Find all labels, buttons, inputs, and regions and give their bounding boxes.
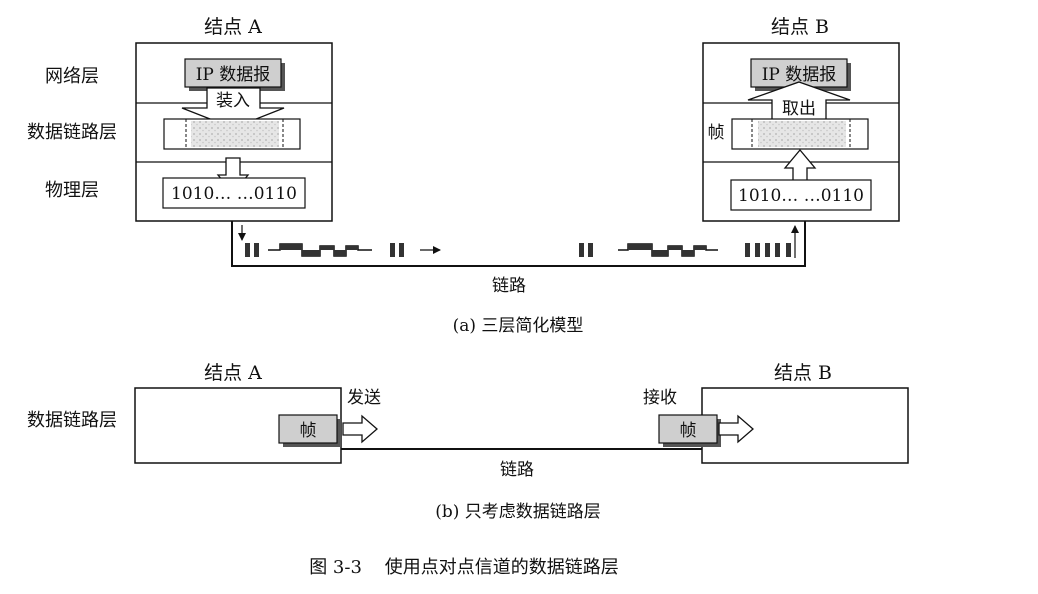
node-a-frame-payload	[191, 121, 279, 147]
caption-b: (b) 只考虑数据链路层	[435, 502, 601, 522]
node-b-stack: IP 数据报 取出 帧 1010… …0110	[702, 42, 900, 222]
pulse	[755, 243, 760, 257]
waveform-right-fill-4	[682, 250, 694, 256]
waveform-left-fill-2	[302, 250, 320, 256]
link-label-a: 链路	[492, 276, 526, 296]
b-link-label: 链路	[500, 460, 534, 480]
waveform-left-fill-3	[320, 246, 334, 250]
waveform-right-fill-3	[668, 246, 682, 250]
b-send-arrow	[342, 414, 378, 444]
node-b-frame-payload	[758, 121, 846, 147]
caption-a: (a) 三层简化模型	[453, 316, 584, 336]
pulse	[579, 243, 584, 257]
pulse	[745, 243, 750, 257]
b-node-a-title: 结点 A	[204, 362, 262, 384]
node-b-ip-label: IP 数据报	[762, 65, 837, 85]
waveform-left-fill-4	[334, 250, 346, 256]
layer-label-network: 网络层	[45, 66, 99, 87]
figure-caption: 图 3-3 使用点对点信道的数据链路层	[309, 557, 619, 578]
node-b-bits-label: 1010… …0110	[738, 186, 864, 206]
b-node-a-box	[134, 387, 342, 464]
pulse	[399, 243, 404, 257]
waveform-right-fill-1	[628, 244, 652, 250]
b-layer-label: 数据链路层	[27, 410, 117, 431]
b-node-b-title: 结点 B	[774, 362, 832, 384]
node-a-bits-box	[162, 177, 306, 209]
b-receive-label: 接收	[643, 388, 677, 408]
pulse	[588, 243, 593, 257]
node-a-ip-box	[184, 58, 282, 88]
node-b-title: 结点 B	[771, 16, 829, 38]
b-frame-b-box	[658, 414, 718, 444]
waveform-right-fill-2	[652, 250, 668, 256]
link-line-a	[231, 221, 806, 267]
waveform-left-fill-5	[346, 246, 358, 250]
physical-link: 链路	[231, 221, 806, 296]
pulse	[390, 243, 395, 257]
node-a-stack: IP 数据报 装入 帧 1010… …0110	[135, 42, 333, 222]
figure-b: 结点 A 结点 B 数据链路层 链路 发送 帧 接收 帧 (b) 只考虑数据链路…	[27, 362, 909, 522]
node-a-ip-label: IP 数据报	[196, 65, 271, 85]
pulse	[254, 243, 259, 257]
pulse	[786, 243, 791, 257]
b-send-label: 发送	[347, 388, 381, 408]
node-a-encapsulate-arrow	[181, 87, 285, 129]
b-frame-a-box	[278, 414, 338, 444]
waveform-left-fill-1	[280, 244, 302, 250]
waveform-right-fill-5	[694, 246, 706, 250]
layer-label-datalink: 数据链路层	[27, 122, 117, 143]
b-frame-b-label: 帧	[680, 421, 697, 441]
node-a-bits-label: 1010… …0110	[171, 184, 297, 204]
b-frame-a-label: 帧	[300, 421, 317, 441]
node-a-title: 结点 A	[204, 16, 262, 38]
node-b-frame-label: 帧	[708, 123, 725, 143]
pulse	[775, 243, 780, 257]
pulse	[765, 243, 770, 257]
node-b-bits-box	[730, 179, 872, 211]
pulse	[245, 243, 250, 257]
b-receive-arrow	[718, 414, 754, 444]
layer-label-physical: 物理层	[45, 180, 99, 201]
node-a-encapsulate-label: 装入	[216, 91, 250, 111]
node-b-extract-label: 取出	[782, 99, 816, 119]
figure-a: 结点 A 结点 B 网络层 数据链路层 物理层 IP 数据报 装入 帧	[27, 16, 900, 336]
